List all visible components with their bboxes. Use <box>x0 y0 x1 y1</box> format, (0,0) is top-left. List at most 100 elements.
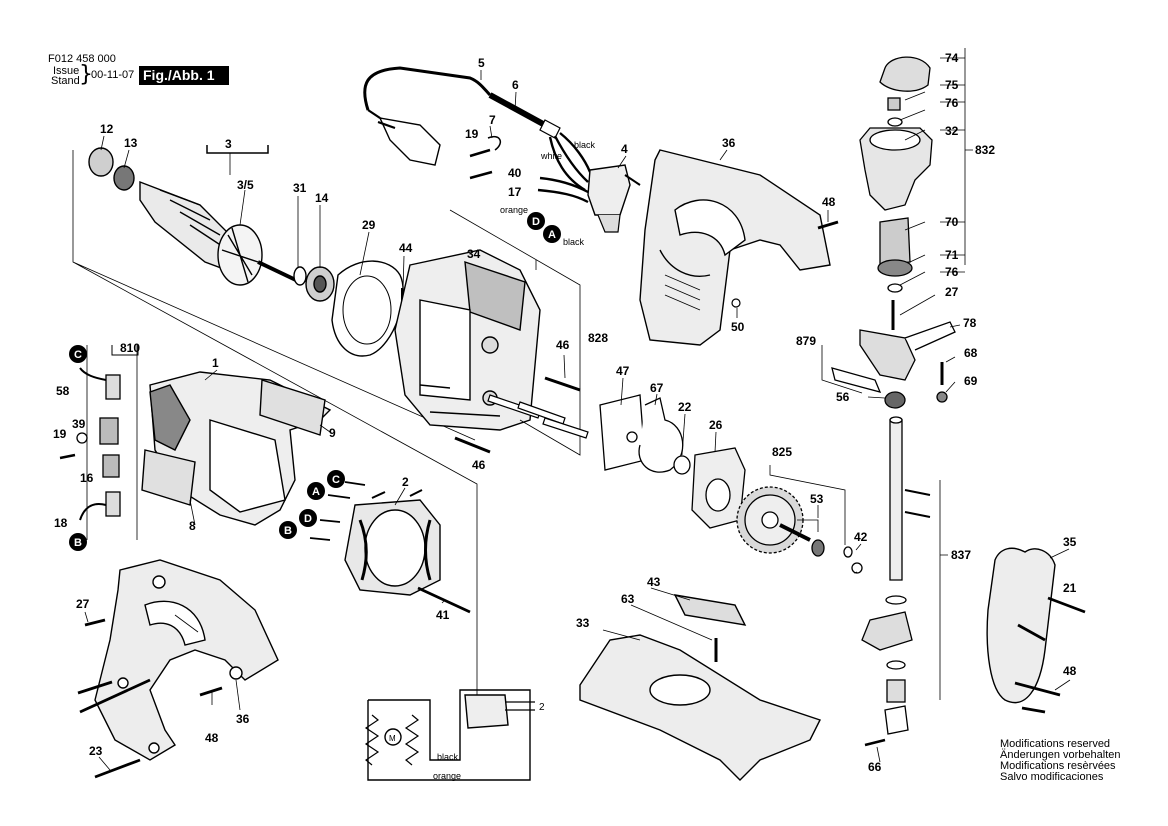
callout-18: 18 <box>54 516 68 530</box>
bracket-825 <box>769 465 846 545</box>
bracket-879 <box>821 345 863 394</box>
marker-b-brush-text: B <box>74 537 82 549</box>
note-es: Salvo modificaciones <box>1000 771 1104 783</box>
gear-mechanism-part <box>599 394 863 574</box>
callout-numbers: 12 13 3 3/5 31 14 29 44 34 5 6 7 19 40 1… <box>53 51 1077 774</box>
insert-75 <box>887 97 901 111</box>
label-9 <box>259 379 326 436</box>
brush-18 <box>105 491 121 517</box>
callout-41: 41 <box>436 608 450 622</box>
callout-16: 16 <box>80 471 94 485</box>
callout-63: 63 <box>621 592 635 606</box>
stand-label: Stand <box>51 75 80 87</box>
marker-b-brush <box>69 533 87 551</box>
bearing-12 <box>88 147 114 177</box>
callout-17: 17 <box>508 185 522 199</box>
marker-a-switch-text: A <box>548 229 556 241</box>
wire-label-orange-schematic: orange <box>433 771 461 781</box>
callout-12: 12 <box>100 122 114 136</box>
callout-19-top: 19 <box>465 127 479 141</box>
callout-22: 22 <box>678 400 692 414</box>
wiring-schematic <box>364 689 535 781</box>
bearing-53 <box>811 539 825 557</box>
callout-21: 21 <box>1063 581 1077 595</box>
callout-27-right: 27 <box>945 285 959 299</box>
note-de: Änderungen vorbehalten <box>1000 749 1121 761</box>
group-outline-1 <box>72 150 478 700</box>
screw-46-lower <box>454 436 491 454</box>
callout-76-top: 76 <box>945 96 959 110</box>
handle-half-36-right <box>639 149 831 346</box>
callout-46-top: 46 <box>556 338 570 352</box>
callout-4: 4 <box>621 142 628 156</box>
marker-d-field-text: D <box>304 513 312 525</box>
armature-shaft <box>257 260 301 284</box>
washer-76-bottom <box>887 283 903 293</box>
note-fr: Modifications resèrvées <box>1000 760 1116 772</box>
nut-50 <box>731 298 741 308</box>
drawing-number: F012 458 000 <box>48 53 116 65</box>
callout-9: 9 <box>329 426 336 440</box>
screw-46-upper <box>544 376 581 392</box>
callout-50: 50 <box>731 320 745 334</box>
callout-48-top: 48 <box>822 195 836 209</box>
washer-31 <box>293 266 307 286</box>
callout-56: 56 <box>836 390 850 404</box>
wire-label-white: white <box>540 151 562 161</box>
callout-71: 71 <box>945 248 959 262</box>
connector-markers: C B D A C A D B <box>69 212 561 551</box>
callout-31: 31 <box>293 181 307 195</box>
marker-d-switch <box>527 212 545 230</box>
callout-70: 70 <box>945 215 959 229</box>
figure-label: Fig./Abb. 1 <box>139 66 229 85</box>
cord-clamp-7 <box>487 136 502 151</box>
marker-d-field <box>299 509 317 527</box>
callout-74: 74 <box>945 51 959 65</box>
bearing-13 <box>113 165 135 191</box>
switch-wires <box>548 132 592 192</box>
callout-26: 26 <box>709 418 723 432</box>
leader-lines <box>84 70 1071 771</box>
washer-39 <box>76 432 88 444</box>
power-plug <box>378 117 441 166</box>
callout-3-5: 3/5 <box>237 178 254 192</box>
marker-d-switch-text: D <box>532 216 540 228</box>
callout-837: 837 <box>951 548 971 562</box>
callout-879: 879 <box>796 334 816 348</box>
motor-housing-part <box>141 371 332 526</box>
brush-58 <box>105 374 121 400</box>
callout-35: 35 <box>1063 535 1077 549</box>
marker-a-field-text: A <box>312 486 320 498</box>
callout-33: 33 <box>576 616 590 630</box>
callout-19-left: 19 <box>53 427 67 441</box>
callout-42: 42 <box>854 530 868 544</box>
callout-5: 5 <box>478 56 485 70</box>
base-plate-part <box>579 594 821 781</box>
terminal-label: 2 <box>539 702 545 713</box>
bearing-housing-32 <box>859 127 933 211</box>
washer-76-top <box>887 117 903 127</box>
bracket-3 <box>206 145 269 154</box>
callout-48-bottom: 48 <box>205 731 219 745</box>
marker-c-brush-text: C <box>74 349 82 361</box>
plate-47 <box>599 394 646 471</box>
pin-42 <box>843 546 853 558</box>
callout-23: 23 <box>89 744 103 758</box>
callout-46-bottom: 46 <box>472 458 486 472</box>
callout-825: 825 <box>772 445 792 459</box>
roller-56 <box>884 391 906 409</box>
plunger-rod <box>889 419 903 581</box>
issue-date: 00-11-07 <box>91 69 135 81</box>
power-cord-part <box>363 66 641 233</box>
handle-half-36-left <box>94 559 279 761</box>
marker-b-field-text: B <box>284 525 292 537</box>
gasket-34 <box>464 260 526 331</box>
callout-3: 3 <box>225 137 232 151</box>
callout-828: 828 <box>588 331 608 345</box>
marker-a-field <box>307 482 325 500</box>
gear-housing-part <box>394 249 541 431</box>
armature-part <box>88 147 335 302</box>
callout-34: 34 <box>467 247 481 261</box>
